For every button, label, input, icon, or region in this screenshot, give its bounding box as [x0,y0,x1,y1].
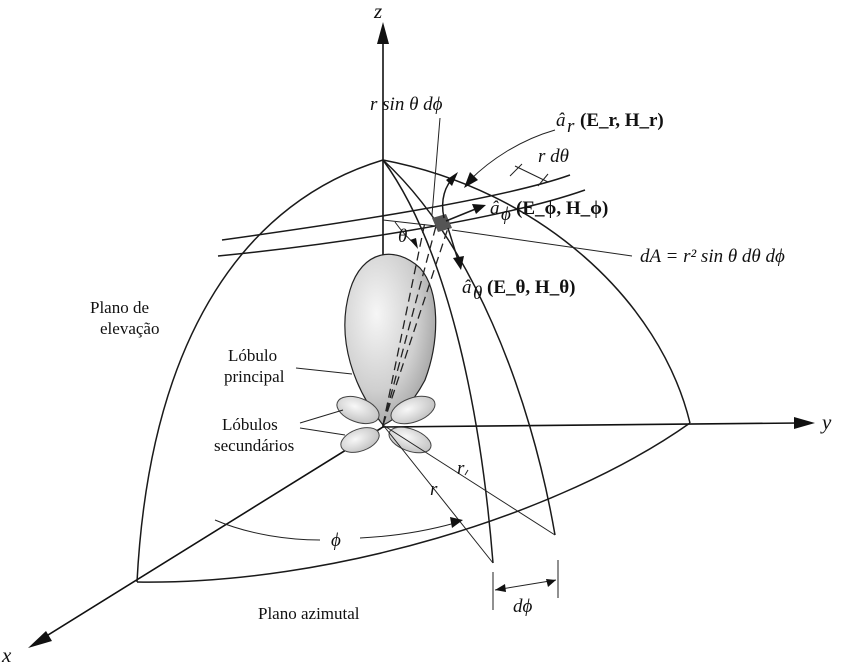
y-axis-label: y [820,410,832,434]
phi-arc-left [214,519,321,541]
phi-label: ϕ [331,530,341,551]
dphi-label: dϕ [513,596,533,617]
azimuthal-plane-arc [136,422,691,583]
r-leader-1 [464,469,469,476]
aphi-label: â ϕ (E_ϕ, H_ϕ) [490,198,608,225]
z-axis-label: z [373,0,382,23]
x-axis [28,426,384,648]
phi-arc-right [359,522,456,539]
dphi-dimension [492,560,559,610]
dA-label: dA = r² sin θ dθ dϕ [640,246,785,267]
plano-elevacao-label-2: elevação [100,319,159,338]
theta-label: θ [398,226,407,247]
svg-text:â: â [462,277,472,298]
svg-text:(E_r, H_r): (E_r, H_r) [580,110,664,131]
r-dtheta-label: r dθ [538,146,569,167]
lobulos-sec-leader-1 [299,409,344,424]
theta-projection-line [382,219,437,227]
main-lobe [344,253,437,426]
lobulo-principal-leader [295,367,353,375]
x-axis-label: x [1,643,12,664]
svg-text:ϕ: ϕ [501,204,511,225]
minor-lobes [336,395,436,454]
radius-dashed-lines [382,221,449,426]
svg-text:(E_ϕ, H_ϕ): (E_ϕ, H_ϕ) [516,198,608,219]
aphi-vector-arrow [445,204,486,222]
lobulo-principal-label-1: Lóbulo [228,346,277,365]
svg-text:θ: θ [473,283,482,304]
meridian-1 [382,159,494,564]
theta-arc-arrow [410,238,418,249]
yz-quarter-arc [382,159,691,424]
r-dtheta-dimension [509,163,549,187]
lobulo-principal-label-2: principal [224,367,285,386]
ar-vector-arrow [441,172,458,219]
dA-patch [432,214,452,232]
latitude-band-lower [217,189,586,257]
meridian-2 [382,159,556,536]
atheta-vector-arrow [447,227,464,270]
plano-elevacao-label-1: Plano de [90,298,149,317]
dA-leader [451,229,633,257]
ar-label: â r (E_r, H_r) [556,110,664,137]
latitude-band-upper [221,174,571,241]
y-axis [382,417,815,429]
lobulos-sec-leader-2 [299,427,346,436]
atheta-label: â θ (E_θ, H_θ) [462,277,575,304]
svg-text:â: â [556,110,566,131]
elevation-plane-arc [136,159,384,583]
lobulos-sec-label-1: Lóbulos [222,415,278,434]
r-label-2: r [457,458,465,479]
radius-to-ground-1 [382,424,494,564]
radius-to-ground-2 [382,424,556,536]
r-label-1: r [430,479,438,500]
svg-text:r: r [567,116,575,137]
svg-text:(E_θ, H_θ): (E_θ, H_θ) [487,277,575,298]
r-sin-theta-dphi-label: r sin θ dϕ [370,94,443,115]
r-sin-leader [431,117,441,216]
lobulos-sec-label-2: secundários [214,436,294,455]
phi-arc-arrow [450,517,463,528]
ar-leader-arrow [464,129,556,188]
svg-text:â: â [490,198,500,219]
plano-azimutal-label: Plano azimutal [258,604,360,623]
